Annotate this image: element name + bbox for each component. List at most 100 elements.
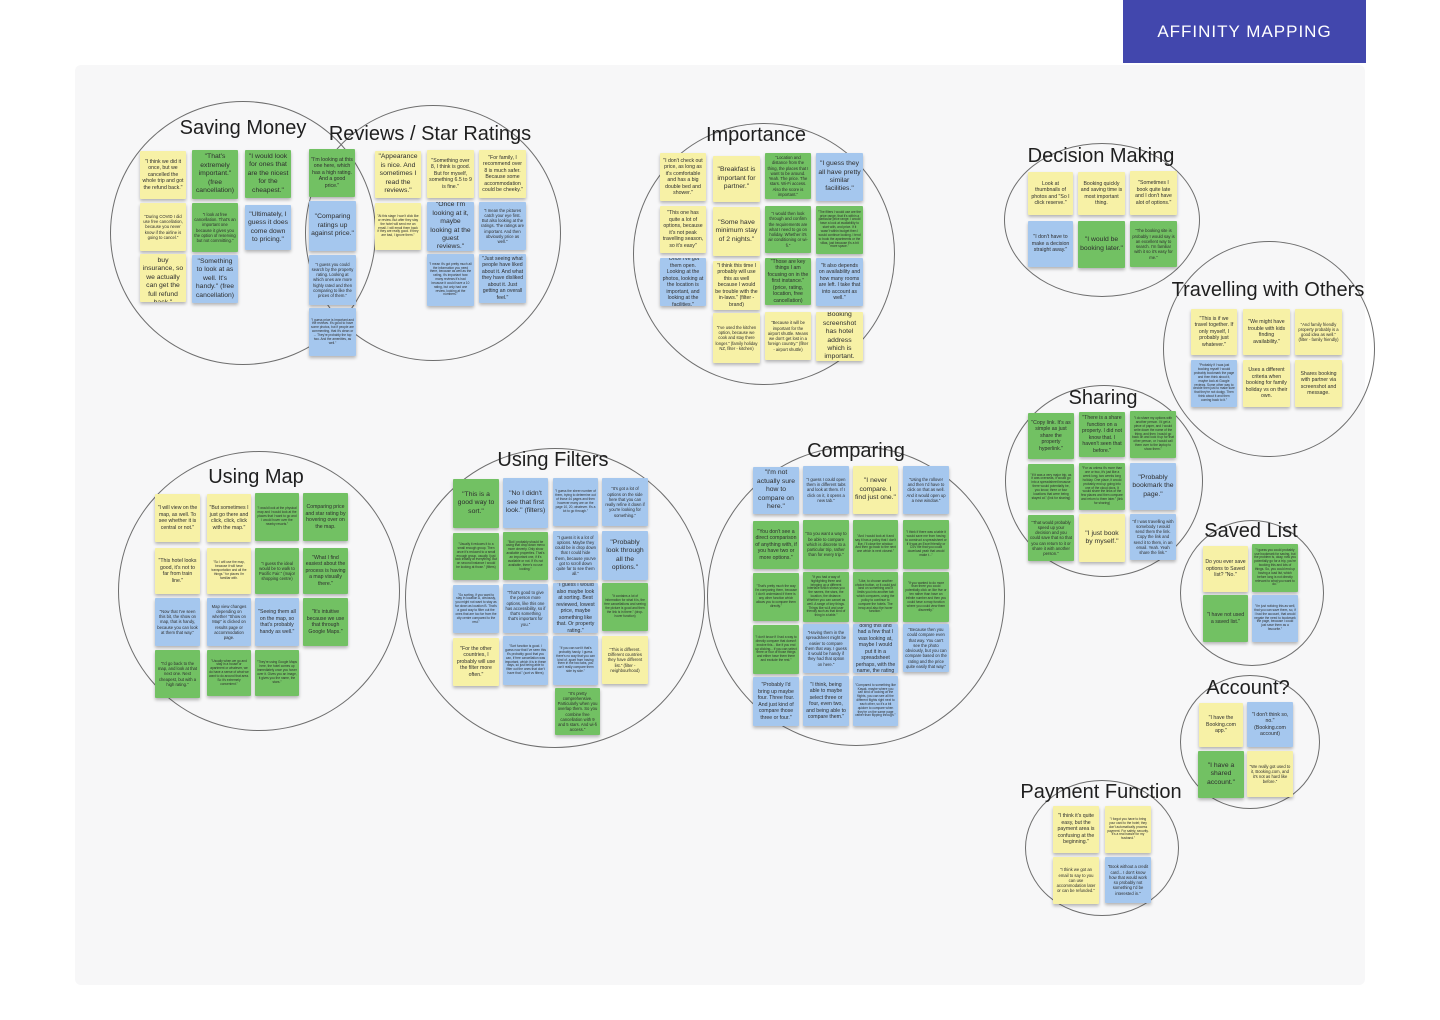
sticky-note[interactable]: "Appearance is nice. And sometimes I rea… <box>375 151 421 198</box>
sticky-note[interactable]: "I would look at the physical map and I … <box>255 493 299 541</box>
sticky-note[interactable]: "Those are key things I am focusing on i… <box>765 258 811 305</box>
sticky-note[interactable]: "If you had a way of highlighting three … <box>803 572 849 622</box>
sticky-note[interactable]: "Probably if I was just booking myself I… <box>1191 360 1237 407</box>
sticky-note[interactable]: "I mean it's got pretty much all the inf… <box>427 254 474 306</box>
sticky-note[interactable]: "Because it will be important for the ai… <box>765 312 811 360</box>
sticky-note[interactable]: "That's good to give the person more opt… <box>503 584 548 633</box>
sticky-note[interactable]: "I do share my options with another pers… <box>1130 411 1176 458</box>
sticky-note[interactable]: "That would probably speed up your decis… <box>1028 515 1074 561</box>
sticky-note[interactable]: "There is a share function on a property… <box>1079 412 1125 457</box>
sticky-note[interactable]: "The filters I would use are the price r… <box>816 206 863 254</box>
sticky-note[interactable]: "I look at free cancellation. That's an … <box>192 203 238 252</box>
sticky-note[interactable]: "I think it's quite easy, but the paymen… <box>1053 806 1099 853</box>
sticky-note[interactable]: "Location and distance from the thing, t… <box>765 153 811 199</box>
sticky-note[interactable]: "If I was travelling with somebody I wou… <box>1130 514 1176 560</box>
sticky-note[interactable]: "This is if we travel together. If only … <box>1191 309 1237 355</box>
sticky-note[interactable]: "This is a good way to sort." <box>453 479 499 528</box>
sticky-note[interactable]: "I'm looking at this one here, which has… <box>309 149 355 197</box>
sticky-note[interactable]: "The booking site is probably I would sa… <box>1130 221 1177 267</box>
sticky-note[interactable]: "I guess the ideal would be to walk to P… <box>255 548 299 594</box>
sticky-note[interactable]: "Probably bookmark the page." <box>1130 463 1176 510</box>
sticky-note[interactable]: "I'm not actually sure how to compare on… <box>753 467 799 514</box>
sticky-note[interactable]: Do you ever save options to Saved list? … <box>1203 546 1248 592</box>
sticky-note[interactable]: "Like, to choose another choice button, … <box>853 572 898 622</box>
sticky-note[interactable]: "What I find easiest about the process i… <box>303 548 348 594</box>
sticky-note[interactable]: "Probably I'd bring up maybe four. Three… <box>753 677 799 726</box>
sticky-note[interactable]: "I don't think so, no." (Booking.com acc… <box>1247 702 1293 747</box>
sticky-note[interactable]: "It's got a lot of options on the side h… <box>602 478 648 526</box>
sticky-note[interactable]: "I guess price is important and the revi… <box>309 308 356 356</box>
sticky-note[interactable]: "Once I've got them open. Looking at the… <box>660 258 706 306</box>
sticky-note[interactable]: "I guess I would also maybe look at sort… <box>553 583 598 633</box>
sticky-note[interactable]: "I guess it is a lot of options. Maybe t… <box>553 531 598 580</box>
sticky-note[interactable]: "Using the rollover and then I'd have to… <box>903 466 949 514</box>
sticky-note[interactable]: "Probably look through all the options." <box>602 531 648 580</box>
sticky-note[interactable]: "I don't know if I had a way to directly… <box>753 625 799 674</box>
sticky-note[interactable]: "Usually it reduces it to a small enough… <box>453 533 499 580</box>
sticky-note[interactable]: "Sort function is good. I guess now that… <box>503 636 548 685</box>
sticky-note[interactable]: Booking quickly and saving time is most … <box>1078 172 1125 215</box>
sticky-note[interactable]: "I mean the pictures catch your eye firs… <box>479 202 526 250</box>
sticky-note[interactable]: Shares booking with partner via screensh… <box>1295 360 1342 407</box>
sticky-note[interactable]: "I think this time I probably will use t… <box>713 261 760 310</box>
sticky-note[interactable]: "I have a shared account." <box>1198 751 1244 798</box>
sticky-note[interactable]: "Breakfast is important for partner." <box>713 156 760 202</box>
sticky-note[interactable]: "I have not used a saved list." <box>1203 595 1248 642</box>
sticky-note[interactable]: "So you want a way to be able to compare… <box>803 520 849 569</box>
sticky-note[interactable]: "I guess if I was doing this and had a f… <box>853 624 898 673</box>
sticky-note[interactable]: "Book without a credit card... I don't k… <box>1105 857 1151 903</box>
sticky-note[interactable]: "For family, I recommend over 8 is much … <box>479 150 526 198</box>
sticky-note[interactable]: "Ultimately, I guess it does come down t… <box>245 205 291 250</box>
sticky-note[interactable]: "I guess you could search by the propert… <box>309 255 356 305</box>
sticky-note[interactable]: "Copy link. It's as simple as just share… <box>1028 413 1074 459</box>
sticky-note[interactable]: "It also depends on availability and how… <box>816 258 863 306</box>
sticky-note[interactable]: "Something over 8, I think is good. But … <box>427 150 474 198</box>
sticky-note[interactable]: "We might have trouble with kids finding… <box>1243 309 1290 355</box>
sticky-note[interactable]: "They're using Google Maps here, the hot… <box>255 650 299 696</box>
sticky-note[interactable]: "I've used the kitchen option, because w… <box>713 313 760 363</box>
sticky-note[interactable]: "This hotel looks good, it's not to far … <box>155 548 200 594</box>
sticky-note[interactable]: "I guess they all have pretty similar fa… <box>816 153 863 201</box>
sticky-note[interactable]: "And family friendly property probably i… <box>1295 309 1342 355</box>
sticky-note[interactable]: Look at thumbnails of photos and "So I c… <box>1028 172 1073 215</box>
sticky-note[interactable]: "Seeing them all on the map, so that's p… <box>255 598 299 646</box>
sticky-note[interactable]: "I think, being able to maybe select thr… <box>803 676 849 726</box>
sticky-note[interactable]: "For the other countries, I probably wil… <box>453 638 499 686</box>
sticky-note[interactable]: "If you wanted to do more than three you… <box>903 572 949 622</box>
sticky-note[interactable]: "Some have minimum stay of 2 nights." <box>713 207 760 256</box>
sticky-note[interactable]: "I think we did it once, but we cancelle… <box>140 151 186 199</box>
sticky-note[interactable]: "I just book by myself." <box>1079 514 1125 562</box>
sticky-note[interactable]: "I would be booking later." <box>1078 221 1125 268</box>
sticky-note[interactable]: "I have the Booking.com app." <box>1199 703 1243 747</box>
sticky-note[interactable]: Booking screenshot has hotel address whi… <box>816 312 863 361</box>
sticky-note[interactable]: "It contains a lot of information for wh… <box>602 583 648 631</box>
sticky-note[interactable]: "But I probably should be using that dro… <box>503 532 548 580</box>
sticky-note[interactable]: "I guess you could probably use bookmark… <box>1252 544 1298 592</box>
sticky-note[interactable]: "No I didn't see that first look." (filt… <box>503 478 548 528</box>
sticky-note[interactable]: "I would look for ones that are the nice… <box>245 150 291 198</box>
sticky-note[interactable]: "That's pretty much the way I'm comparin… <box>753 573 799 621</box>
sticky-note[interactable]: "During COVID I did use free cancellatio… <box>140 203 186 251</box>
sticky-note[interactable]: "I think we got an email to say to you c… <box>1053 857 1099 904</box>
sticky-note[interactable]: "I'm just noticing this as well, that yo… <box>1252 595 1298 642</box>
sticky-note[interactable]: Uses a different criteria when booking f… <box>1243 360 1290 407</box>
sticky-note[interactable]: "So sorting, if you want to stay in loca… <box>453 585 499 633</box>
sticky-note[interactable]: "You don't see a direct comparison of an… <box>753 521 799 569</box>
sticky-note[interactable]: "I would then look through and confirm t… <box>765 206 811 253</box>
sticky-note[interactable]: "I guess I could open them in different … <box>803 466 849 514</box>
sticky-note[interactable]: "Having them in the spreadsheet might be… <box>803 624 849 673</box>
sticky-note[interactable]: "I think if there was a table it would s… <box>903 520 949 569</box>
sticky-note[interactable]: "For us unless it's more than one or two… <box>1079 463 1125 510</box>
sticky-note[interactable]: "But sometimes I just go there and click… <box>207 494 251 542</box>
sticky-note[interactable]: "I don't have to make a decision straigh… <box>1028 221 1073 267</box>
sticky-note[interactable]: "I guess the sheer number of them, tryin… <box>553 478 598 526</box>
sticky-note[interactable]: "It's intuitive because we use that thro… <box>303 598 348 646</box>
sticky-note[interactable]: "Just seeing what people have liked abou… <box>479 254 526 303</box>
sticky-note[interactable]: "And I would look at it and say it has a… <box>853 520 898 569</box>
sticky-note[interactable]: "Comparing ratings up against price." <box>309 201 356 251</box>
sticky-note[interactable]: "If you can sort it that's probably hand… <box>553 636 598 685</box>
sticky-note[interactable]: "Usually when we go and stay in a house … <box>207 650 251 696</box>
sticky-note[interactable]: "Now that I've seen this bit, the show o… <box>155 598 200 646</box>
sticky-note[interactable]: "We really got used to it, Booking.com, … <box>1247 751 1293 797</box>
sticky-note[interactable]: Comparing price and star rating by hover… <box>303 493 348 541</box>
